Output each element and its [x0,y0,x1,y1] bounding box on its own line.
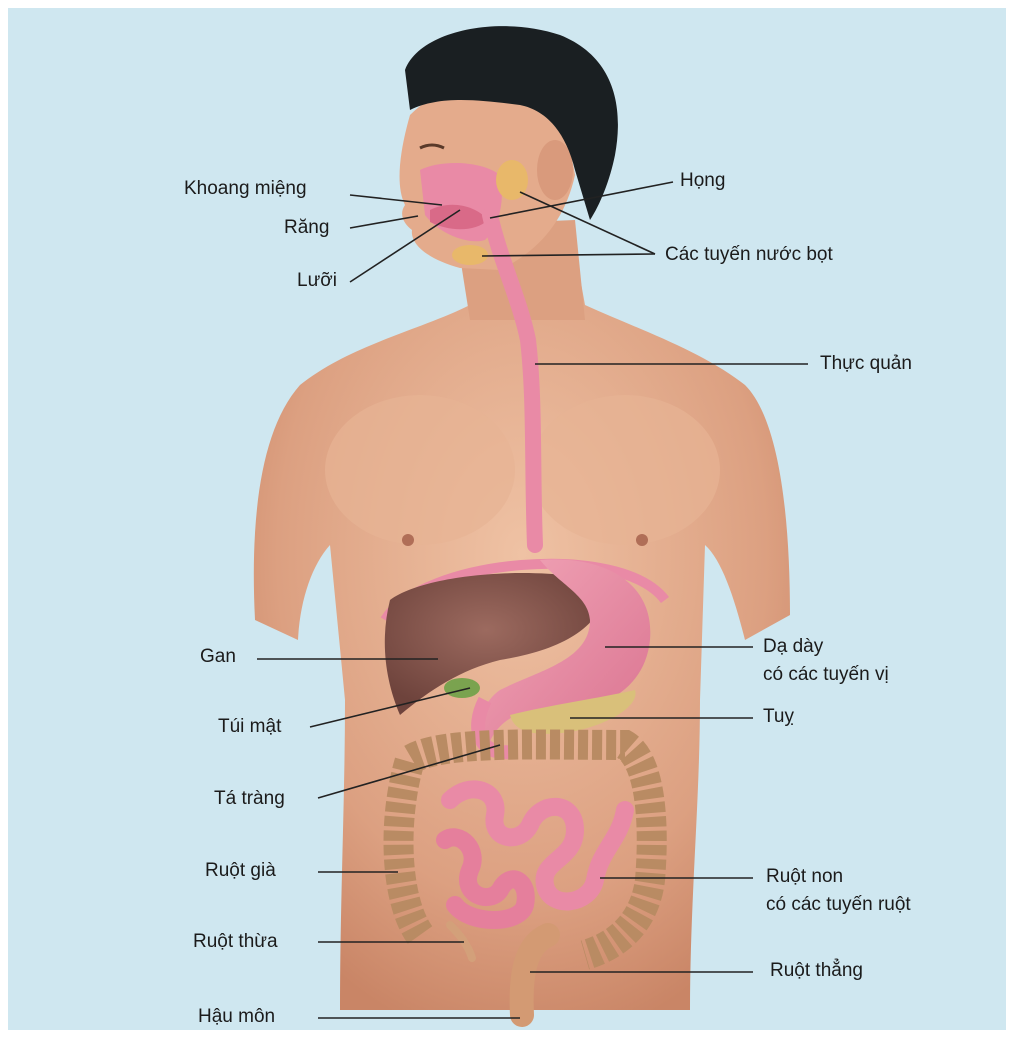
right-pectoral [530,395,720,545]
label-cac-tuyen-nuoc-bot: Các tuyến nước bọt [665,244,833,266]
right-nipple [636,534,648,546]
label-da-day: Dạ dày có các tuyến vị [763,636,889,686]
label-da-day-line2: có các tuyến vị [763,664,889,686]
label-luoi: Lưỡi [297,270,337,292]
label-ruot-thang: Ruột thẳng [770,960,863,982]
label-ruot-non-line2: có các tuyến ruột [766,894,911,916]
label-rang: Răng [284,217,329,239]
label-hau-mon: Hậu môn [198,1006,275,1028]
label-khoang-mieng: Khoang miệng [184,178,307,200]
salivary-gland-submandibular [452,245,488,265]
label-gan: Gan [200,646,236,668]
label-da-day-line1: Dạ dày [763,636,889,658]
label-hong: Họng [680,170,725,192]
label-ruot-thua: Ruột thừa [193,931,278,953]
label-ta-trang: Tá tràng [214,788,285,810]
label-ruot-non-line1: Ruột non [766,866,911,888]
label-thuc-quan: Thực quản [820,353,912,375]
label-tui-mat: Túi mật [218,716,281,738]
label-ruot-non: Ruột non có các tuyến ruột [766,866,911,916]
label-ruot-gia: Ruột già [205,860,276,882]
label-tuy: Tuỵ [763,706,794,728]
ear [537,140,573,200]
gallbladder [444,678,480,698]
left-pectoral [325,395,515,545]
left-nipple [402,534,414,546]
